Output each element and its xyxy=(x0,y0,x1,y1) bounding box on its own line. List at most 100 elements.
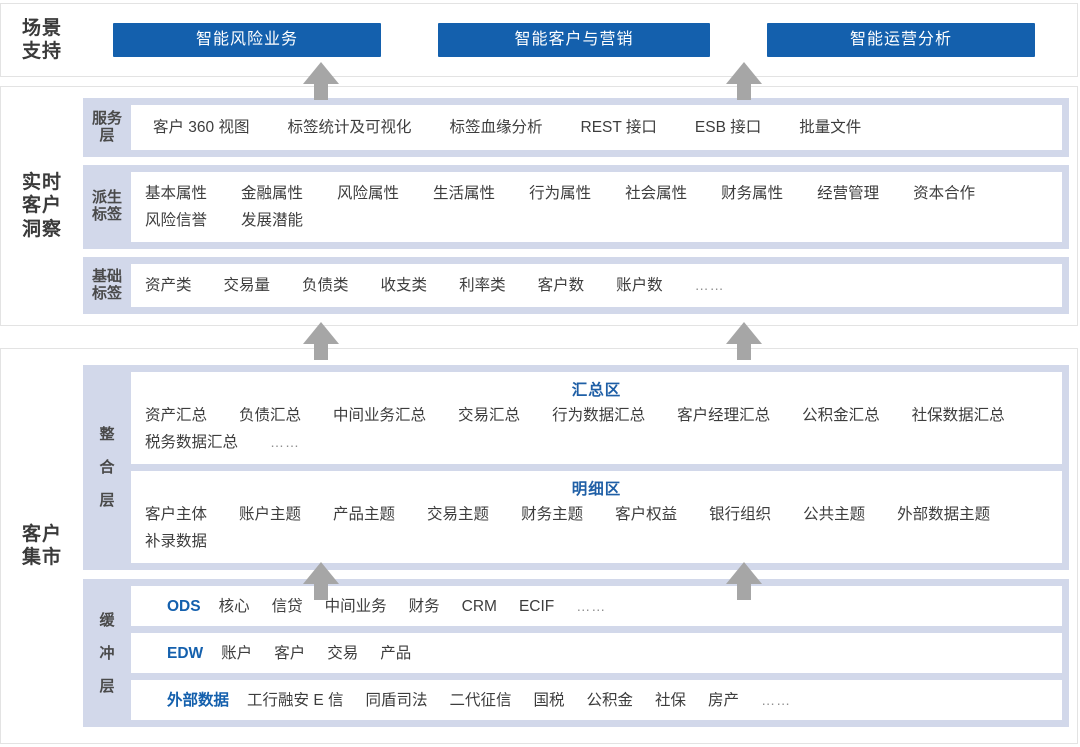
arrow-up-icon-integration-right xyxy=(726,562,762,600)
chip-summary-1[interactable]: 负债汇总 xyxy=(239,407,302,424)
layer-row-derived-tags: 派生 标签 基本属性 金融属性 风险属性 生活属性 行为属性 社会属性 财务属性… xyxy=(83,165,1069,249)
arrow-up-icon-insight-left xyxy=(303,322,339,360)
chip-edw-2[interactable]: 交易 xyxy=(327,644,359,662)
chip-detail-4[interactable]: 财务主题 xyxy=(521,506,584,523)
realtime-insight-section: 实时 客户 洞察 服务 层 客户 360 视图 标签统计及可视化 标签血缘分析 … xyxy=(0,86,1078,326)
chip-ods-0[interactable]: 核心 xyxy=(218,597,250,615)
chip-ods-2[interactable]: 中间业务 xyxy=(324,597,387,615)
chip-basic-6[interactable]: 账户数 xyxy=(616,277,663,294)
scene-button-risk[interactable]: 智能风险业务 xyxy=(113,23,381,57)
chip-basic-4[interactable]: 利率类 xyxy=(459,277,506,294)
chip-derived-10[interactable]: 发展潜能 xyxy=(241,212,304,229)
chip-ods-accent[interactable]: ODS xyxy=(167,597,201,615)
chip-service-3[interactable]: REST 接口 xyxy=(580,119,657,136)
buffer-layer-block: 缓 冲 层 ODS 核心 信贷 中间业务 财务 CRM ECIF …… xyxy=(83,579,1069,727)
chip-ods-3[interactable]: 财务 xyxy=(408,597,440,615)
chip-edw-3[interactable]: 产品 xyxy=(380,644,412,662)
layer-label-service: 服务 层 xyxy=(91,109,122,144)
chip-derived-5[interactable]: 社会属性 xyxy=(625,185,688,202)
realtime-insight-layers: 服务 层 客户 360 视图 标签统计及可视化 标签血缘分析 REST 接口 E… xyxy=(83,87,1077,325)
chip-derived-6[interactable]: 财务属性 xyxy=(721,185,784,202)
arrow-up-icon-insight-right xyxy=(726,322,762,360)
buffer-row-stack: ODS 核心 信贷 中间业务 财务 CRM ECIF …… xyxy=(131,579,1069,727)
chip-list-external: 外部数据 工行融安 E 信 同盾司法 二代征信 国税 公积金 社保 房产 …… xyxy=(145,684,1048,716)
chip-detail-2[interactable]: 产品主题 xyxy=(333,506,396,523)
chip-external-accent[interactable]: 外部数据 xyxy=(167,691,230,709)
scene-button-marketing[interactable]: 智能客户与营销 xyxy=(438,23,710,57)
chip-service-0[interactable]: 客户 360 视图 xyxy=(153,119,250,136)
chip-external-6[interactable]: 房产 xyxy=(708,691,740,709)
chip-derived-3[interactable]: 生活属性 xyxy=(433,185,496,202)
buffer-card-edw: EDW 账户 客户 交易 产品 xyxy=(131,633,1062,673)
buffer-card-external: 外部数据 工行融安 E 信 同盾司法 二代征信 国税 公积金 社保 房产 …… xyxy=(131,680,1062,720)
scene-support-section: 场景 支持 智能风险业务 智能客户与营销 智能运营分析 xyxy=(0,3,1078,77)
arrow-up-icon-scene-left xyxy=(303,62,339,100)
chip-service-4[interactable]: ESB 接口 xyxy=(694,119,762,136)
chip-basic-5[interactable]: 客户数 xyxy=(537,277,585,294)
chip-derived-8[interactable]: 资本合作 xyxy=(913,185,976,202)
chip-detail-5[interactable]: 客户权益 xyxy=(615,506,678,523)
chip-list-summary: 资产汇总 负债汇总 中间业务汇总 交易汇总 行为数据汇总 客户经理汇总 公积金汇… xyxy=(145,402,1048,456)
chip-summary-5[interactable]: 客户经理汇总 xyxy=(677,407,771,424)
chip-summary-7[interactable]: 社保数据汇总 xyxy=(911,407,1005,424)
chip-external-0[interactable]: 工行融安 E 信 xyxy=(247,691,344,709)
chip-service-5[interactable]: 批量文件 xyxy=(799,119,862,136)
layer-card-basic-tags: 资产类 交易量 负债类 收支类 利率类 客户数 账户数 …… xyxy=(131,264,1062,307)
chip-detail-1[interactable]: 账户主题 xyxy=(239,506,302,523)
integration-layer-group: 整 合 层 汇总区 资产汇总 负债汇总 中间业务汇总 交易汇总 行为数据汇总 客… xyxy=(83,365,1069,570)
layer-row-basic-tags: 基础 标签 资产类 交易量 负债类 收支类 利率类 客户数 账户数 …… xyxy=(83,257,1069,314)
chip-summary-6[interactable]: 公积金汇总 xyxy=(802,407,880,424)
layer-label-derived-tags: 派生 标签 xyxy=(91,189,122,223)
buffer-card-ods: ODS 核心 信贷 中间业务 财务 CRM ECIF …… xyxy=(131,586,1062,626)
chip-external-1[interactable]: 同盾司法 xyxy=(365,691,428,709)
chip-basic-1[interactable]: 交易量 xyxy=(223,277,271,294)
chip-external-2[interactable]: 二代征信 xyxy=(449,691,512,709)
customer-mart-section: 客户 集市 整 合 层 汇总区 资产汇总 负债汇总 中间业务汇总 交易汇总 行为… xyxy=(0,348,1078,744)
chip-derived-2[interactable]: 风险属性 xyxy=(337,185,400,202)
scene-button-operation[interactable]: 智能运营分析 xyxy=(767,23,1035,57)
scene-support-caption: 场景 支持 xyxy=(21,17,62,62)
chip-detail-6[interactable]: 银行组织 xyxy=(709,506,772,523)
chip-ods-5[interactable]: ECIF xyxy=(518,597,555,615)
chip-summary-4[interactable]: 行为数据汇总 xyxy=(552,407,646,424)
chip-summary-0[interactable]: 资产汇总 xyxy=(145,407,208,424)
chip-service-1[interactable]: 标签统计及可视化 xyxy=(287,119,412,136)
chip-detail-3[interactable]: 交易主题 xyxy=(427,506,490,523)
chip-summary-3[interactable]: 交易汇总 xyxy=(458,407,521,424)
chip-summary-ellipsis: …… xyxy=(270,434,301,450)
zone-card-summary: 汇总区 资产汇总 负债汇总 中间业务汇总 交易汇总 行为数据汇总 客户经理汇总 … xyxy=(131,372,1062,464)
chip-edw-0[interactable]: 账户 xyxy=(221,644,253,662)
chip-detail-8[interactable]: 外部数据主题 xyxy=(897,506,991,523)
chip-detail-7[interactable]: 公共主题 xyxy=(803,506,866,523)
zone-title-detail: 明细区 xyxy=(571,481,622,498)
customer-mart-layers: 整 合 层 汇总区 资产汇总 负债汇总 中间业务汇总 交易汇总 行为数据汇总 客… xyxy=(83,349,1077,743)
chip-external-4[interactable]: 公积金 xyxy=(586,691,634,709)
chip-derived-9[interactable]: 风险信誉 xyxy=(145,212,208,229)
chip-basic-ellipsis: …… xyxy=(694,277,725,293)
zone-title-summary: 汇总区 xyxy=(571,382,622,399)
chip-edw-accent[interactable]: EDW xyxy=(167,644,204,662)
chip-detail-0[interactable]: 客户主体 xyxy=(145,506,208,523)
chip-basic-0[interactable]: 资产类 xyxy=(145,277,192,294)
chip-ods-1[interactable]: 信贷 xyxy=(271,597,303,615)
chip-derived-4[interactable]: 行为属性 xyxy=(529,185,592,202)
chip-summary-2[interactable]: 中间业务汇总 xyxy=(333,407,427,424)
chip-detail-9[interactable]: 补录数据 xyxy=(145,533,208,550)
integration-layer-block: 整 合 层 汇总区 资产汇总 负债汇总 中间业务汇总 交易汇总 行为数据汇总 客… xyxy=(83,365,1069,570)
chip-summary-8[interactable]: 税务数据汇总 xyxy=(145,434,239,451)
chip-derived-7[interactable]: 经营管理 xyxy=(817,185,880,202)
layer-label-buffer: 缓 冲 层 xyxy=(99,611,115,695)
chip-ods-4[interactable]: CRM xyxy=(461,597,497,615)
chip-derived-1[interactable]: 金融属性 xyxy=(241,185,304,202)
chip-service-2[interactable]: 标签血缘分析 xyxy=(449,119,543,136)
chip-external-3[interactable]: 国税 xyxy=(533,691,565,709)
chip-basic-2[interactable]: 负债类 xyxy=(302,277,349,294)
chip-edw-1[interactable]: 客户 xyxy=(274,644,306,662)
chip-basic-3[interactable]: 收支类 xyxy=(380,277,428,294)
chip-derived-0[interactable]: 基本属性 xyxy=(145,185,208,202)
realtime-insight-caption: 实时 客户 洞察 xyxy=(21,172,62,240)
chip-external-ellipsis: …… xyxy=(761,691,792,708)
customer-mart-caption: 客户 集市 xyxy=(21,523,62,568)
chip-external-5[interactable]: 社保 xyxy=(655,691,687,709)
chip-list-service: 客户 360 视图 标签统计及可视化 标签血缘分析 REST 接口 ESB 接口… xyxy=(153,114,1040,141)
